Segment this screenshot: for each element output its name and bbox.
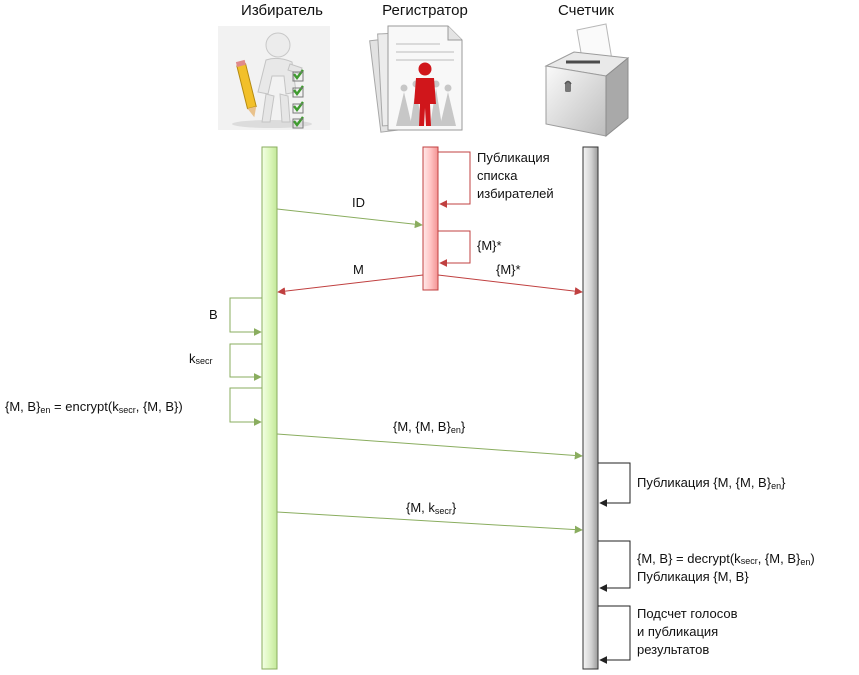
counter-decrypt-label-line2: Публикация {M, B} [637,569,749,584]
registrar-self-arrow-publish [438,151,471,208]
registrar-header: Регистратор [382,2,468,19]
voter-self-arrow-encrypt [229,387,262,426]
voter-header: Избиратель [241,2,323,19]
arrow-send-key-label: {M, ksecr} [406,500,457,516]
registrar-sign-label: {M}* [477,238,502,253]
voter-figure-icon [218,26,330,130]
counter-self-arrow-publish [598,462,631,507]
registrar-publish-label-line2: списка [477,168,518,183]
voter-self-arrow-key [229,343,262,381]
counter-count-label-line1: Подсчет голосов [637,606,738,621]
registrar-lifeline [422,146,439,291]
arrow-m-star-label: {M}* [496,262,521,277]
counter-decrypt-label-line1: {M, B} = decrypt(ksecr, {M, B}en) [637,551,815,567]
voter-self-b-label: B [209,307,218,322]
counter-self-arrow-count [598,605,631,664]
counter-self-arrow-decrypt [598,540,631,592]
counter-count-label-line2: и публикация [637,624,718,639]
arrow-m-star [437,274,583,296]
voter-self-key-label: ksecr [189,351,213,366]
arrow-send-encrypted [276,433,583,460]
arrow-id-label: ID [352,195,365,210]
voter-self-arrow-b [229,297,262,336]
arrow-m-label: M [353,262,364,277]
registrar-publish-label-line3: избирателей [477,186,554,201]
counter-publish-label: Публикация {M, {M, B}en} [637,475,786,491]
voter-lifeline [261,146,278,670]
counter-count-label-line3: результатов [637,642,709,657]
ballot-box-icon [544,23,630,138]
arrow-send-encrypted-label: {M, {M, B}en} [393,419,466,435]
registrar-publish-label-line1: Публикация [477,150,550,165]
arrow-send-key [276,511,583,534]
counter-header: Счетчик [558,2,614,19]
counter-lifeline [582,146,599,670]
registrar-documents-icon [369,25,463,133]
voter-self-encrypt-label: {M, B}en = encrypt(ksecr, {M, B}) [5,399,183,415]
arrow-id [276,208,423,229]
registrar-self-arrow-sign [438,230,471,267]
arrow-m [277,274,424,296]
